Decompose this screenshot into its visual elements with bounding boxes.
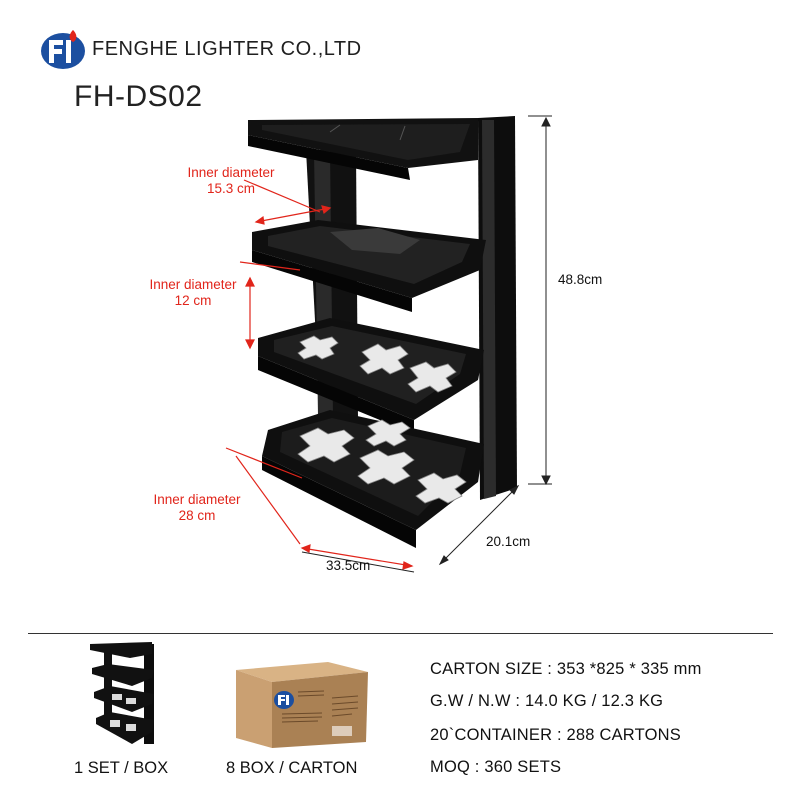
middle-inner-diameter-value: 12 cm (174, 293, 212, 308)
shelf-tier-bottom (262, 410, 484, 548)
company-name: FENGHE LIGHTER CO.,LTD (92, 38, 362, 60)
height-dimension: 48.8cm (558, 272, 603, 287)
top-inner-diameter-title: Inner diameter (187, 165, 275, 180)
box-per-carton-caption: 8 BOX / CARTON (226, 759, 358, 777)
moq-spec: MOQ : 360 SETS (430, 758, 562, 776)
shelf-tier-top (248, 118, 478, 180)
top-inner-diameter-value: 15.3 cm (206, 181, 256, 196)
shelf-tier-third (258, 318, 484, 434)
middle-inner-diameter-label: Inner diameter 12 cm (138, 277, 248, 309)
depth-dimension: 20.1cm (486, 534, 531, 549)
product-thumbnail (90, 642, 154, 744)
weight-spec: G.W / N.W : 14.0 KG / 12.3 KG (430, 692, 664, 710)
set-per-box-caption: 1 SET / BOX (74, 759, 169, 777)
width-dimension: 33.5cm (326, 558, 371, 573)
bottom-inner-diameter-value: 28 cm (178, 508, 216, 523)
carton-box-image (236, 662, 368, 748)
section-divider (28, 633, 773, 634)
dimension-lines-red (225, 179, 414, 570)
shelf-tier-second (252, 220, 486, 312)
top-inner-diameter-label: Inner diameter 15.3 cm (176, 165, 286, 197)
back-post-right (478, 116, 517, 500)
bottom-inner-diameter-title: Inner diameter (153, 492, 241, 507)
product-illustration (225, 115, 552, 573)
model-number: FH-DS02 (74, 80, 203, 113)
bottom-inner-diameter-label: Inner diameter 28 cm (142, 492, 252, 524)
middle-inner-diameter-title: Inner diameter (149, 277, 237, 292)
container-spec: 20`CONTAINER : 288 CARTONS (430, 726, 681, 744)
company-logo-icon (41, 30, 85, 69)
dimension-lines-black (301, 115, 552, 573)
carton-size-spec: CARTON SIZE : 353 *825 * 335 mm (430, 660, 702, 678)
